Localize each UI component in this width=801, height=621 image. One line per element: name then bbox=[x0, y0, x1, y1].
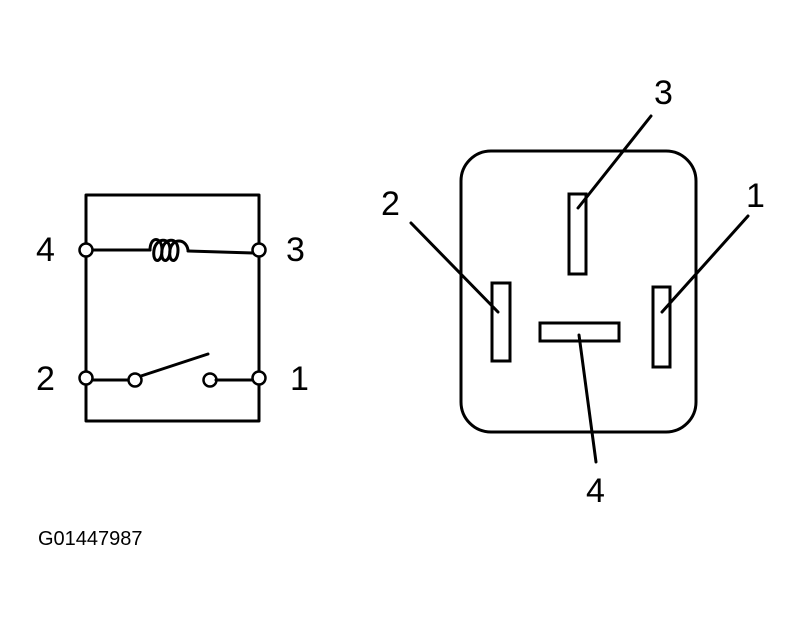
connector-label-2: 2 bbox=[381, 185, 400, 223]
connector-label-4: 4 bbox=[586, 472, 605, 510]
switch-blade bbox=[139, 352, 210, 378]
leader-line-3 bbox=[576, 114, 653, 210]
schematic-terminal-2 bbox=[78, 370, 94, 386]
schematic-label-2: 2 bbox=[36, 360, 55, 398]
schematic-box-top bbox=[84, 193, 261, 246]
connector-blade-1 bbox=[651, 285, 672, 369]
connector-label-3: 3 bbox=[654, 74, 673, 112]
schematic-terminal-1 bbox=[251, 370, 267, 386]
connector-housing bbox=[459, 149, 698, 434]
schematic-terminal-4 bbox=[78, 242, 94, 258]
connector-blade-2 bbox=[490, 281, 512, 363]
schematic-label-3: 3 bbox=[286, 231, 305, 269]
connector-label-1: 1 bbox=[746, 177, 765, 215]
relay-connector: 3 2 1 4 bbox=[381, 74, 765, 510]
switch-pivot-contact bbox=[127, 372, 143, 388]
leader-line-4 bbox=[577, 333, 598, 464]
schematic-label-1: 1 bbox=[290, 360, 309, 398]
coil-wire-right bbox=[186, 249, 255, 255]
schematic-box-bottom bbox=[84, 382, 261, 423]
coil-icon bbox=[148, 238, 190, 262]
leader-line-2 bbox=[409, 221, 500, 314]
figure-code: G01447987 bbox=[38, 528, 143, 550]
connector-blade-3 bbox=[567, 192, 588, 276]
schematic-terminal-3 bbox=[251, 242, 267, 258]
schematic-label-4: 4 bbox=[36, 231, 55, 269]
relay-schematic: 4 3 2 1 bbox=[36, 193, 309, 423]
leader-line-1 bbox=[660, 214, 750, 314]
